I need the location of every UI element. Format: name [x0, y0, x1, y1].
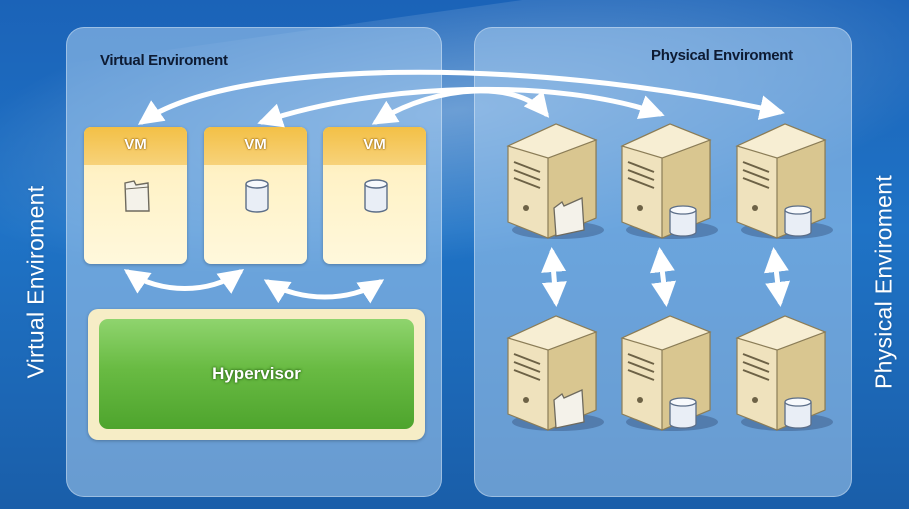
vm-box-1: VM	[84, 127, 187, 264]
vm-label-1: VM	[84, 127, 187, 165]
database-icon	[784, 397, 812, 429]
vm-box-2: VM	[204, 127, 307, 264]
side-label-physical: Physical Enviroment	[870, 174, 897, 390]
server-icon	[506, 315, 604, 431]
database-icon	[364, 179, 388, 213]
vm-label-3: VM	[323, 127, 426, 165]
server-icon	[735, 123, 833, 239]
vm-label-2: VM	[204, 127, 307, 165]
server-icon	[735, 315, 833, 431]
physical-panel-title: Physical Enviroment	[651, 47, 793, 64]
database-icon	[784, 205, 812, 237]
virtual-panel-title: Virtual Enviroment	[100, 52, 228, 69]
hypervisor-block: Hypervisor	[99, 319, 414, 429]
folder-icon	[553, 197, 585, 237]
server-icon	[506, 123, 604, 239]
vm-box-3: VM	[323, 127, 426, 264]
folder-icon	[124, 180, 150, 212]
side-label-virtual: Virtual Enviroment	[22, 185, 49, 379]
folder-icon	[553, 389, 585, 429]
database-icon	[669, 205, 697, 237]
server-icon	[620, 123, 718, 239]
database-icon	[669, 397, 697, 429]
server-icon	[620, 315, 718, 431]
database-icon	[245, 179, 269, 213]
